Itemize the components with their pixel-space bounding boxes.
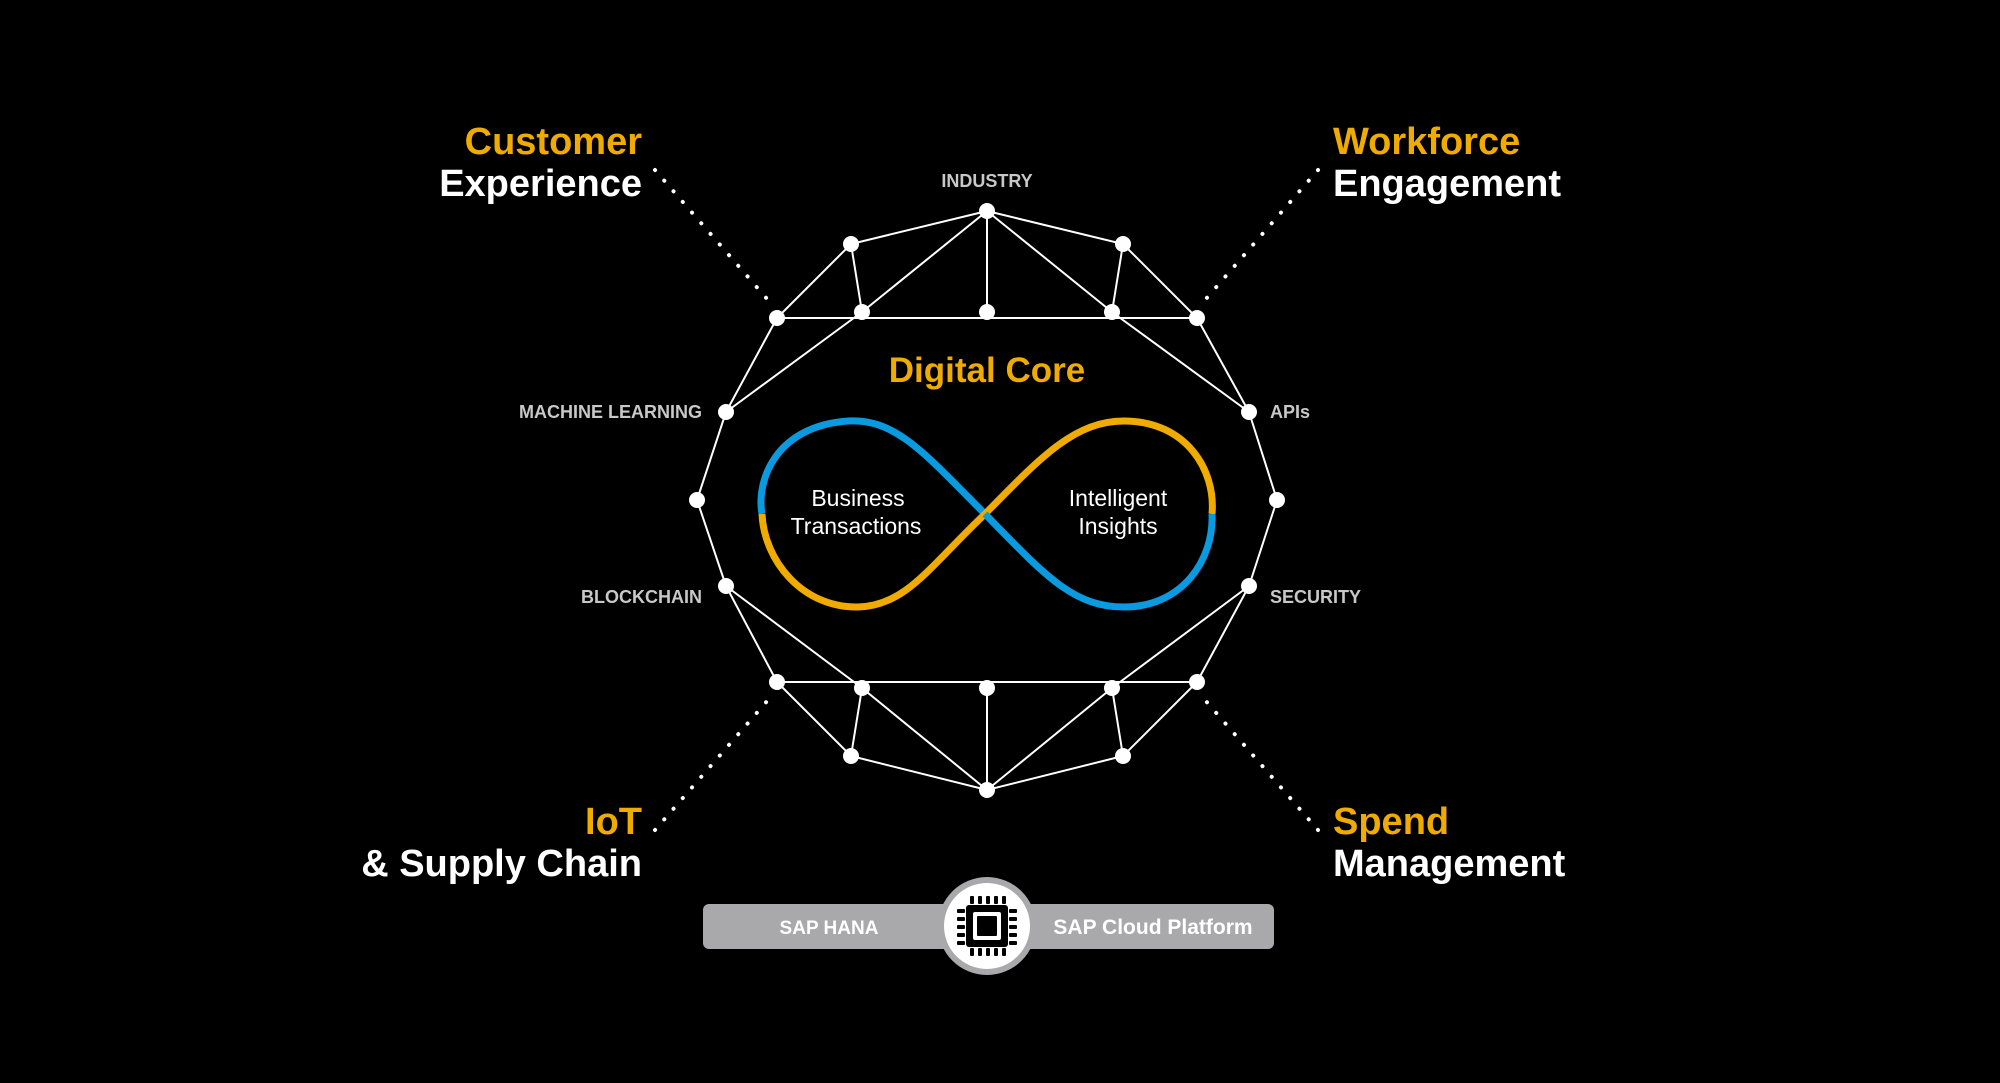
edge bbox=[1111, 585, 1250, 689]
edge bbox=[1111, 243, 1124, 313]
corner-bottom-right-line1: Spend bbox=[1333, 801, 1450, 843]
corner-connectors bbox=[653, 168, 1320, 832]
label-machine-learning: MACHINE LEARNING bbox=[519, 402, 702, 422]
node bbox=[854, 304, 870, 320]
node bbox=[979, 782, 995, 798]
corner-bottom-right: Spend Management bbox=[1333, 801, 1565, 885]
connector-top-left bbox=[653, 168, 770, 302]
network-nodes bbox=[689, 203, 1285, 798]
edge bbox=[861, 210, 988, 313]
connector-bottom-left bbox=[653, 698, 770, 832]
core-left-line1: Business bbox=[811, 485, 904, 511]
corner-bottom-left-line2: & Supply Chain bbox=[361, 843, 642, 885]
node bbox=[1104, 304, 1120, 320]
node bbox=[979, 304, 995, 320]
infinity-loop bbox=[757, 417, 1216, 611]
node bbox=[1189, 674, 1205, 690]
node bbox=[718, 578, 734, 594]
edge bbox=[861, 687, 988, 791]
node bbox=[1104, 680, 1120, 696]
node bbox=[689, 492, 705, 508]
edge bbox=[850, 687, 863, 757]
label-industry: INDUSTRY bbox=[941, 171, 1032, 191]
corner-top-right-line1: Workforce bbox=[1333, 121, 1521, 163]
label-apis: APIs bbox=[1270, 402, 1310, 422]
edge bbox=[986, 210, 1113, 313]
connector-top-right bbox=[1203, 168, 1320, 302]
node bbox=[979, 680, 995, 696]
loop-right-lower bbox=[982, 511, 1216, 611]
platform-bar: SAP HANA SAP Cloud Platform bbox=[703, 877, 1274, 975]
connector-bottom-right bbox=[1203, 698, 1320, 832]
corner-bottom-right-line2: Management bbox=[1333, 843, 1566, 885]
edge bbox=[986, 687, 1113, 791]
platform-right-label: SAP Cloud Platform bbox=[1053, 916, 1252, 939]
platform-left-label: SAP HANA bbox=[780, 918, 879, 939]
chip-core-inner bbox=[977, 916, 997, 936]
core-left-line2: Transactions bbox=[791, 513, 922, 539]
label-blockchain: BLOCKCHAIN bbox=[581, 587, 702, 607]
node bbox=[769, 310, 785, 326]
node bbox=[843, 748, 859, 764]
edge bbox=[1111, 687, 1124, 757]
core-right-line1: Intelligent bbox=[1069, 485, 1168, 511]
node bbox=[1115, 748, 1131, 764]
loop-left-lower bbox=[758, 511, 988, 611]
corner-top-right: Workforce Engagement bbox=[1333, 121, 1561, 205]
edge bbox=[850, 243, 863, 313]
loop-left-upper bbox=[757, 417, 988, 517]
node bbox=[1269, 492, 1285, 508]
node bbox=[979, 203, 995, 219]
edge bbox=[1111, 311, 1250, 413]
core-right-line2: Insights bbox=[1078, 513, 1157, 539]
node bbox=[843, 236, 859, 252]
label-security: SECURITY bbox=[1270, 587, 1361, 607]
corner-top-left-line2: Experience bbox=[439, 163, 642, 205]
node bbox=[1115, 236, 1131, 252]
edge bbox=[725, 311, 863, 413]
edge bbox=[725, 585, 863, 689]
node bbox=[1241, 404, 1257, 420]
corner-top-left-line1: Customer bbox=[464, 121, 642, 163]
node bbox=[1241, 578, 1257, 594]
core-title: Digital Core bbox=[889, 351, 1085, 390]
node bbox=[854, 680, 870, 696]
node bbox=[769, 674, 785, 690]
node bbox=[718, 404, 734, 420]
corner-top-left: Customer Experience bbox=[439, 121, 642, 205]
corner-bottom-left-line1: IoT bbox=[585, 801, 642, 843]
corner-bottom-left: IoT & Supply Chain bbox=[361, 801, 642, 885]
loop-right-upper bbox=[982, 417, 1216, 517]
node bbox=[1189, 310, 1205, 326]
corner-top-right-line2: Engagement bbox=[1333, 163, 1562, 205]
network-edges bbox=[695, 210, 1279, 792]
